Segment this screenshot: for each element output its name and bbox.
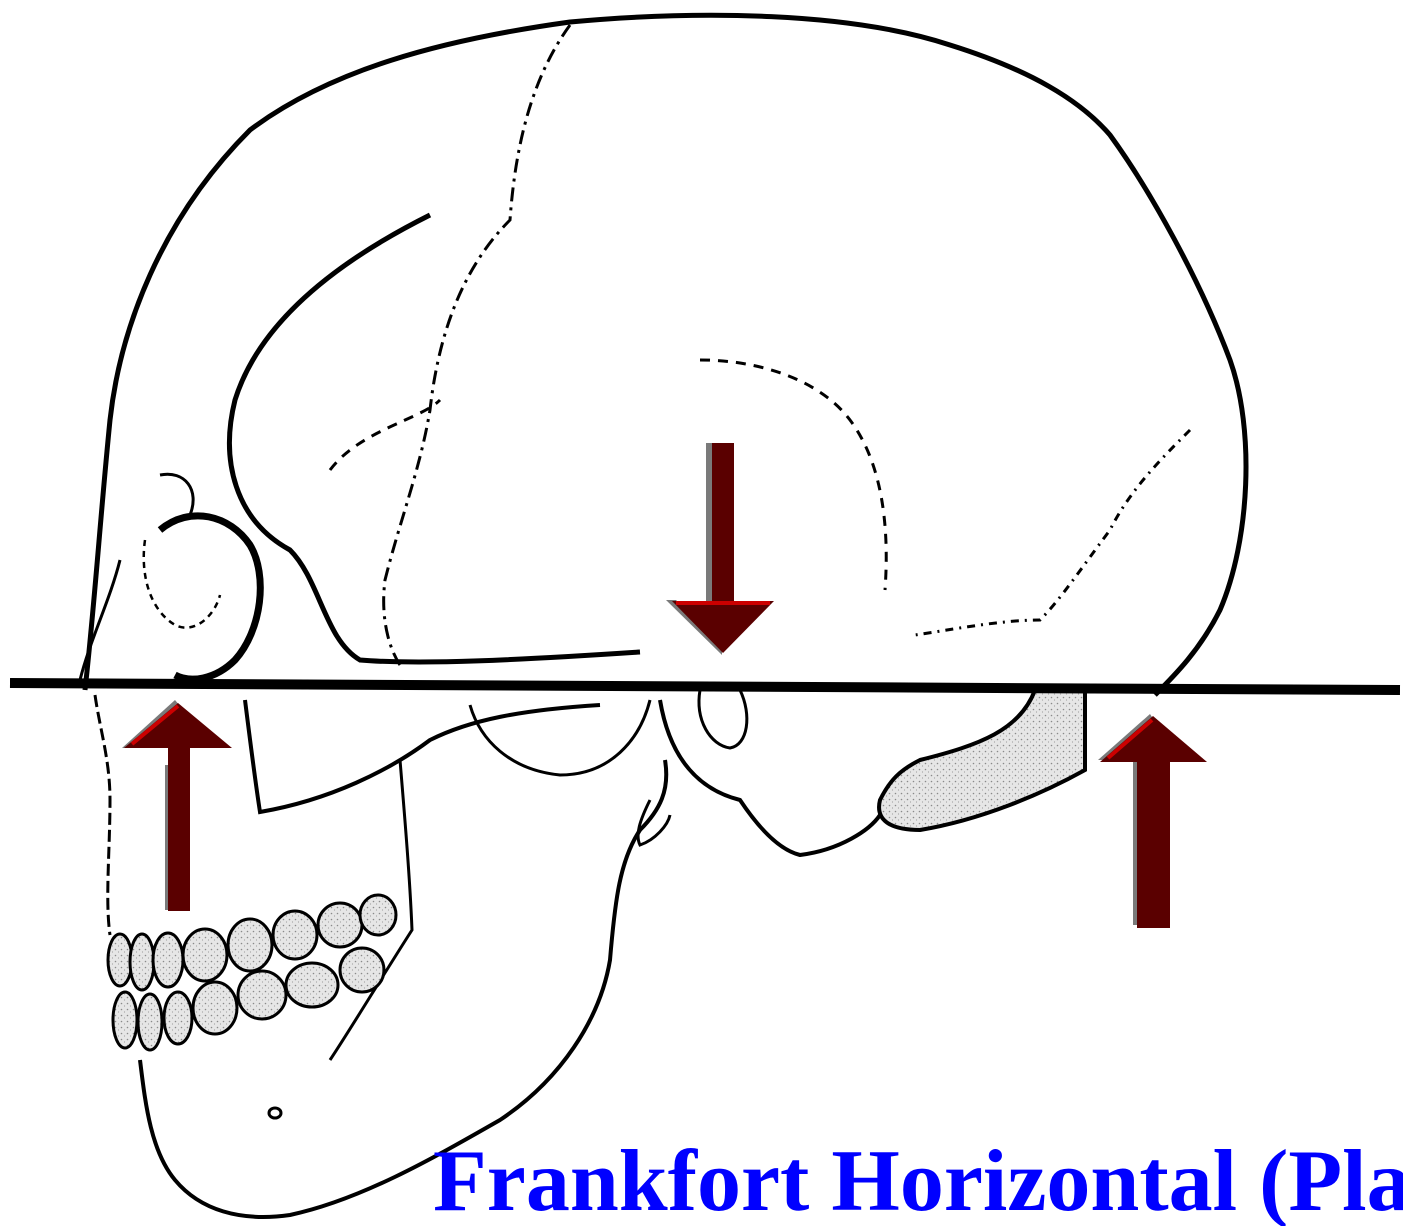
orbit-outline — [160, 516, 260, 679]
tooth — [108, 934, 132, 986]
coronal-suture — [384, 25, 570, 665]
tooth — [238, 971, 286, 1019]
occipital-arrow — [1098, 714, 1207, 928]
tooth — [340, 948, 384, 992]
tooth — [286, 963, 338, 1007]
mastoid-process — [660, 700, 880, 855]
styloid-process — [638, 800, 670, 845]
orbit-inner — [144, 540, 220, 628]
tooth — [164, 992, 192, 1044]
orbitale-arrow — [122, 700, 232, 911]
tooth — [113, 992, 137, 1048]
tooth — [318, 903, 362, 947]
mandibular-fossa — [470, 700, 650, 775]
maxilla-outline — [95, 695, 110, 935]
lambdoid-suture — [915, 430, 1190, 635]
mental-foramen — [269, 1108, 281, 1118]
tooth — [153, 933, 183, 987]
frankfort-horizontal-line — [10, 683, 1400, 690]
temporal-fossa-line — [230, 215, 640, 662]
tooth — [193, 982, 237, 1034]
tooth — [228, 919, 272, 971]
squamosal-suture — [330, 360, 886, 590]
figure-caption: Frankfort Horizontal (Plan — [433, 1138, 1403, 1226]
porion-arrow — [666, 443, 774, 655]
tooth — [138, 994, 162, 1050]
tooth — [130, 934, 154, 990]
tooth — [183, 929, 227, 981]
occipital-condyle-shading — [879, 690, 1085, 830]
tooth — [360, 895, 396, 935]
external-acoustic-meatus — [699, 690, 747, 748]
zygomatic-arch — [245, 700, 600, 812]
tooth — [273, 911, 317, 959]
